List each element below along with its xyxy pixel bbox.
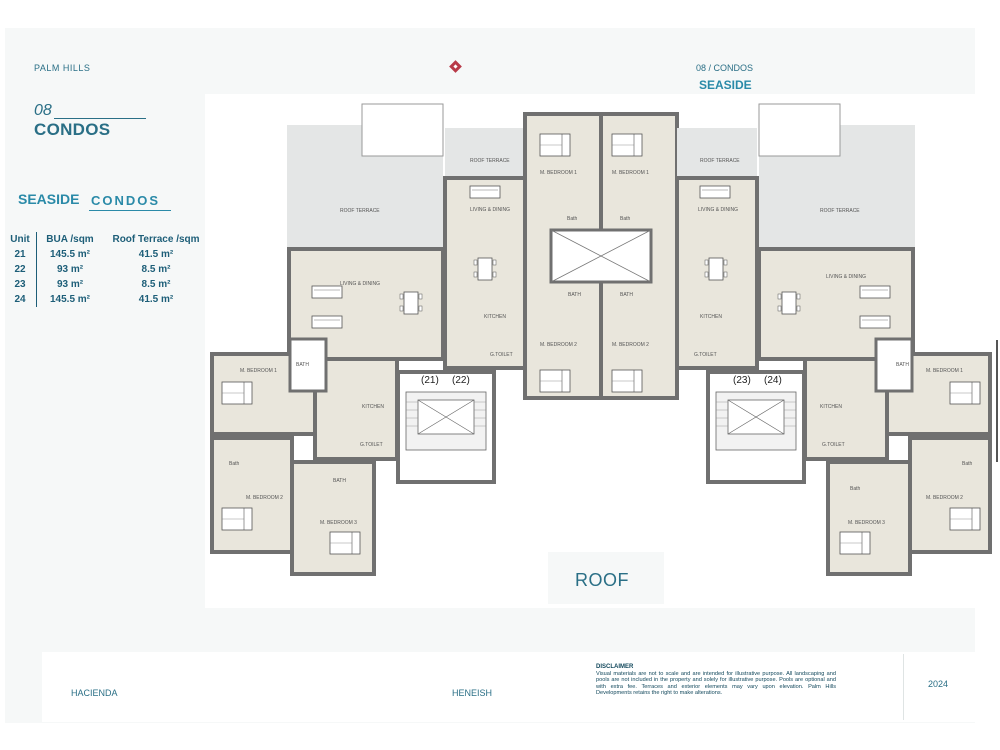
room-label: Bath	[567, 216, 578, 222]
cell-unit: 21	[14, 249, 26, 260]
unit-tag-22: (22)	[452, 375, 470, 386]
room-label: Bath	[620, 216, 631, 222]
room-label: M. BEDROOM 1	[612, 170, 649, 176]
room-label: BATH	[620, 292, 633, 298]
room-label: Bath	[850, 486, 861, 492]
central-core: M. BEDROOM 1 M. BEDROOM 1 M. BEDROOM 2 M…	[523, 112, 679, 400]
section-number: 08	[34, 102, 52, 119]
footer-year: 2024	[928, 679, 949, 689]
room-label: BATH	[333, 478, 346, 484]
room-label: M. BEDROOM 1	[926, 368, 963, 374]
bedroom-24-2	[908, 436, 992, 554]
footer-divider	[903, 654, 904, 720]
disclaimer-text: Visual materials are not to scale and ar…	[596, 670, 836, 697]
unit-area-table: Unit BUA /sqm Roof Terrace /sqm 21 145.5…	[4, 232, 209, 307]
section-title: CONDOS	[34, 120, 111, 139]
table-row: 24 145.5 m² 41.5 m²	[4, 292, 209, 307]
footer-left: HACIENDA	[71, 688, 118, 698]
room-label: Bath	[229, 461, 240, 467]
room-label: ROOF TERRACE	[340, 208, 380, 214]
subtitle-underline	[89, 210, 171, 211]
section-top-title: SEASIDE	[699, 78, 752, 92]
table-header-row: Unit BUA /sqm Roof Terrace /sqm	[4, 232, 209, 247]
footer-background	[42, 652, 975, 722]
room-label: KITCHEN	[700, 314, 722, 320]
bath-21	[288, 337, 328, 393]
cell-bua: 145.5 m²	[36, 292, 103, 307]
bedroom-21-2	[210, 436, 294, 554]
room-label: KITCHEN	[820, 404, 842, 410]
bath-24	[874, 337, 914, 393]
footer-center: HENEISH	[452, 688, 493, 698]
floor-label-box	[548, 552, 664, 604]
header-bua: BUA /sqm	[36, 232, 103, 247]
unit-tag-21: (21)	[421, 375, 439, 386]
room-label: KITCHEN	[484, 314, 506, 320]
cell-unit: 24	[14, 294, 26, 305]
subtitle-condos: CONDOS	[91, 193, 161, 208]
cell-unit: 22	[14, 264, 26, 275]
header-roof-terrace: Roof Terrace /sqm	[112, 234, 200, 245]
roof-terrace-22	[445, 128, 525, 178]
bedroom-21-3	[290, 460, 376, 576]
section-underline	[54, 118, 146, 119]
cell-bua: 93 m²	[36, 262, 103, 277]
room-label: M. BEDROOM 3	[320, 520, 357, 526]
cell-bua: 93 m²	[36, 277, 103, 292]
room-label: M. BEDROOM 1	[240, 368, 277, 374]
stair-core-left	[396, 370, 496, 484]
stair-core-right	[706, 370, 806, 484]
room-label: BATH	[568, 292, 581, 298]
table-row: 21 145.5 m² 41.5 m²	[4, 247, 209, 262]
disclaimer-title: DISCLAIMER	[596, 664, 634, 670]
room-label: G.TOILET	[490, 352, 513, 358]
room-label: G.TOILET	[360, 442, 383, 448]
table-row: 22 93 m² 8.5 m²	[4, 262, 209, 277]
room-label: KITCHEN	[362, 404, 384, 410]
room-label: G.TOILET	[822, 442, 845, 448]
room-label: ROOF TERRACE	[820, 208, 860, 214]
brand-logo: PALM HILLS	[34, 63, 91, 73]
table-row: 23 93 m² 8.5 m²	[4, 277, 209, 292]
unit-23-plan: ROOF TERRACE LIVING & DINING KITCHEN G.T…	[675, 128, 759, 370]
cell-roof: 8.5 m²	[141, 279, 171, 290]
section-top-label: 08 / CONDOS	[696, 63, 754, 73]
room-label: LIVING & DINING	[698, 207, 738, 213]
cell-roof: 8.5 m²	[141, 264, 171, 275]
room-label: Bath	[962, 461, 973, 467]
room-label: LIVING & DINING	[340, 281, 380, 287]
unit-tag-24: (24)	[764, 375, 782, 386]
room-label: BATH	[296, 362, 309, 368]
room-label: ROOF TERRACE	[700, 158, 740, 164]
roof-terrace-23	[677, 128, 757, 178]
cell-bua: 145.5 m²	[36, 247, 103, 262]
room-label: BATH	[896, 362, 909, 368]
room-label: M. BEDROOM 2	[246, 495, 283, 501]
room-label: ROOF TERRACE	[470, 158, 510, 164]
roof-slab	[361, 103, 444, 157]
unit-tag-23: (23)	[733, 375, 751, 386]
room-label: G.TOILET	[694, 352, 717, 358]
unit-21-plan: ROOF TERRACE LIVING & DINING M. BEDROOM …	[210, 103, 445, 576]
disclaimer: DISCLAIMER Visual materials are not to s…	[596, 664, 836, 697]
unit-24-plan: ROOF TERRACE LIVING & DINING M. BEDROOM …	[757, 103, 992, 576]
unit-22-plan: ROOF TERRACE LIVING & DINING KITCHEN G.T…	[443, 128, 527, 370]
room-label: LIVING & DINING	[470, 207, 510, 213]
room-label: M. BEDROOM 2	[612, 342, 649, 348]
room-label: M. BEDROOM 2	[540, 342, 577, 348]
room-label: M. BEDROOM 2	[926, 495, 963, 501]
cell-roof: 41.5 m²	[138, 294, 174, 305]
room-label: M. BEDROOM 3	[848, 520, 885, 526]
room-label: LIVING & DINING	[826, 274, 866, 280]
roof-slab	[758, 103, 841, 157]
cell-roof: 41.5 m²	[138, 249, 174, 260]
bedroom-24-3	[826, 460, 912, 576]
header-unit: Unit	[10, 234, 30, 245]
edge-line	[996, 340, 998, 462]
subtitle-seaside: SEASIDE	[18, 191, 80, 207]
floor-label: ROOF	[575, 570, 629, 590]
cell-unit: 23	[14, 279, 26, 290]
room-label: M. BEDROOM 1	[540, 170, 577, 176]
